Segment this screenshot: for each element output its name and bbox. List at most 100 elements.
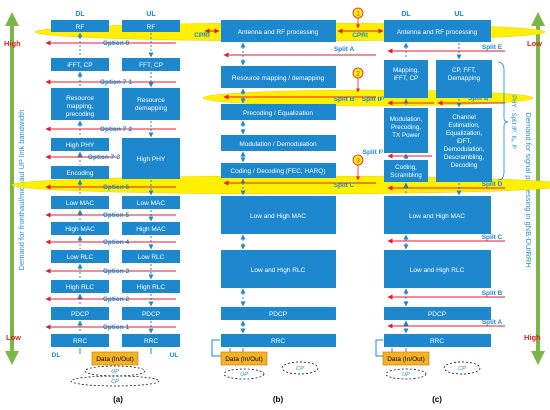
a-ul-highmac-box bbox=[122, 222, 180, 235]
c-split-labels: Split E Split Iᵤ Split IIᴰ Split Iᴰ Spli… bbox=[362, 44, 503, 326]
c-dl-mapping-box bbox=[384, 60, 428, 98]
b-pdcp-label: PDCP bbox=[269, 311, 287, 318]
a-dl-ifft-box bbox=[51, 58, 109, 71]
c-split-iid-label: Split IIᴰ bbox=[362, 96, 385, 103]
b-modulation-label: Modulation / Demodulation bbox=[239, 141, 317, 148]
panel-c: DL UL Antenna and RF processing Mapping,… bbox=[362, 11, 517, 404]
b-precoding-label: Precoding / Equalization bbox=[243, 110, 313, 117]
c-cp-loop bbox=[443, 361, 481, 375]
c-split-arrows bbox=[387, 48, 505, 329]
left-demand-arrow bbox=[5, 12, 19, 365]
panel-b-caption: (b) bbox=[273, 395, 284, 404]
a-ul-pdcp-box bbox=[122, 307, 180, 320]
b-cpri-right-label: CPRI bbox=[352, 32, 368, 39]
b-antenna-box bbox=[221, 20, 336, 42]
b-coding-label: Coding / Decoding (FEC, HARQ) bbox=[230, 168, 325, 175]
a-ul-rf-label: RF bbox=[147, 24, 156, 31]
c-split-b-label: Split B bbox=[482, 290, 503, 297]
left-high-label: High bbox=[4, 39, 21, 48]
option-5-label: Option 5 bbox=[103, 212, 130, 219]
c-split-c-label: Split C bbox=[482, 234, 503, 241]
marker-2-label: 2 bbox=[356, 71, 360, 78]
b-modulation-box bbox=[221, 135, 336, 151]
a-up-loop bbox=[84, 365, 146, 377]
c-rlc-box bbox=[384, 250, 491, 288]
a-dl-lowrlc-label: Low RLC bbox=[67, 254, 94, 261]
a-ul-highmac-label: High MAC bbox=[136, 226, 166, 233]
a-dl-pdcp-label: PDCP bbox=[71, 311, 89, 318]
a-ul-lowmac-box bbox=[122, 196, 180, 209]
b-rlc-label: Low and High RLC bbox=[251, 267, 306, 274]
b-rlc-box bbox=[221, 250, 336, 288]
b-up-loop bbox=[223, 368, 265, 380]
c-split-iu-label: Split Iᵤ bbox=[468, 95, 489, 102]
a-dl-resmap-box bbox=[51, 88, 109, 120]
c-antenna-box bbox=[384, 20, 491, 42]
a-dl-pdcp-box bbox=[51, 307, 109, 320]
a-ul-highphy-box bbox=[122, 138, 180, 179]
panel-a-ul-header: UL bbox=[146, 11, 156, 18]
panel-b: Antenna and RF processing Resource mappi… bbox=[194, 20, 384, 404]
b-antenna-label: Antenna and RF processing bbox=[238, 29, 319, 36]
a-ul-highrlc-label: High RLC bbox=[137, 284, 165, 291]
c-split-e-label: Split E bbox=[482, 44, 503, 51]
a-ul-lowrlc-box bbox=[122, 250, 180, 263]
option-2-label: Option 2 bbox=[103, 296, 130, 303]
a-ul-rf-box bbox=[122, 20, 180, 32]
a-dl-lowmac-label: Low MAC bbox=[66, 200, 94, 207]
a-dl-highphy-label: High PHY bbox=[66, 142, 95, 149]
a-dl-encoding-label: Encoding bbox=[66, 170, 93, 177]
c-dl-modulation-label: Modulation,Precoding,TX Power bbox=[390, 116, 423, 139]
left-low-label: Low bbox=[6, 333, 21, 342]
b-resmap-label: Resource mapping / demapping bbox=[232, 75, 325, 82]
a-dl-highmac-box bbox=[51, 222, 109, 235]
numbered-markers: 1 2 3 bbox=[352, 7, 364, 181]
c-mac-label: Low and High MAC bbox=[409, 213, 465, 220]
b-cp-label: CP bbox=[296, 366, 304, 372]
marker-1-label: 1 bbox=[356, 11, 360, 18]
left-demand-label: Demand for fronthaul/midhaul UP link ban… bbox=[17, 110, 26, 271]
b-coding-box bbox=[221, 163, 336, 178]
a-ul-resdemap-box bbox=[122, 88, 180, 120]
b-rrc-box bbox=[221, 334, 336, 347]
right-demand-label: Demand for signal processing in gNB-DU/R… bbox=[524, 112, 533, 267]
option-7-2-label: Option 7-2 bbox=[100, 126, 133, 133]
c-ul-cpfft-box bbox=[436, 60, 492, 98]
a-cp-loop bbox=[70, 375, 160, 387]
option-4-label: Option 4 bbox=[103, 239, 130, 246]
a-dl-encoding-box bbox=[51, 166, 109, 179]
a-data-box bbox=[91, 351, 139, 366]
a-dl-lowmac-box bbox=[51, 196, 109, 209]
panel-c-ul-header: UL bbox=[454, 11, 464, 18]
panel-c-dl-header: DL bbox=[401, 11, 411, 18]
a-up-label: UP bbox=[111, 369, 119, 375]
c-ul-channel-box bbox=[436, 108, 492, 182]
b-cpri-left-label: CPRI bbox=[194, 32, 210, 39]
a-dl-rrc-box bbox=[51, 334, 109, 347]
c-mac-box bbox=[384, 196, 491, 234]
b-up-label: UP bbox=[240, 372, 248, 378]
a-ul-lowrlc-label: Low RLC bbox=[138, 254, 165, 261]
a-cp-label: CP bbox=[111, 379, 119, 385]
a-dl-highrlc-box bbox=[51, 280, 109, 293]
a-ul-highphy-label: High PHY bbox=[137, 156, 166, 163]
a-ul-fft-box bbox=[122, 58, 180, 71]
c-ul-cpfft-label: CP, FFT,Demapping bbox=[448, 67, 481, 82]
c-rrc-label: RRC bbox=[430, 338, 444, 345]
b-pdcp-box bbox=[221, 307, 336, 320]
a-bottom-ul-label: UL bbox=[170, 352, 179, 359]
c-phy-bracket bbox=[497, 61, 509, 181]
b-precoding-box bbox=[221, 104, 336, 120]
b-split-arrows bbox=[204, 28, 384, 186]
a-ul-lowmac-label: Low MAC bbox=[137, 200, 165, 207]
a-dl-rf-box bbox=[51, 20, 109, 32]
c-up-label: UP bbox=[402, 372, 410, 378]
right-high-label: High bbox=[524, 333, 541, 342]
c-up-loop bbox=[385, 368, 427, 380]
option-1-label: Option 1 bbox=[103, 324, 130, 331]
c-dl-coding-box bbox=[384, 160, 428, 182]
